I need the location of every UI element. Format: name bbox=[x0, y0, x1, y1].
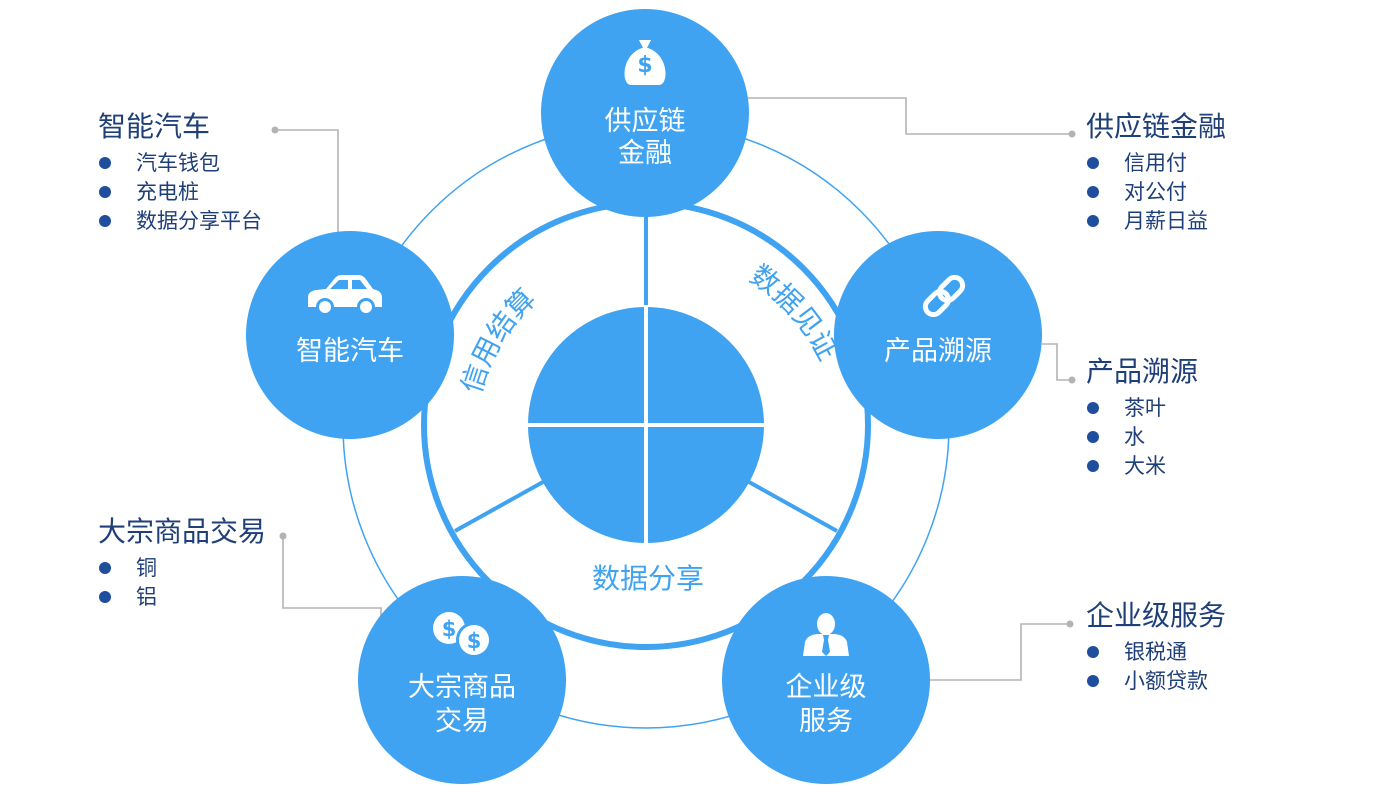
list-item-text: 茶叶 bbox=[1124, 396, 1166, 420]
side-list-commodity-title: 大宗商品交易 bbox=[98, 515, 267, 548]
money-bag-icon: $ bbox=[624, 40, 666, 85]
bullet-icon bbox=[1087, 402, 1099, 414]
list-item: 铜 bbox=[98, 554, 266, 583]
list-item: 信用付 bbox=[1086, 149, 1226, 178]
list-item: 铝 bbox=[98, 583, 266, 612]
connector-dot-smart-car bbox=[271, 126, 279, 134]
node-enterprise-label-1: 企业级 bbox=[786, 672, 867, 703]
connector-dot-commodity bbox=[279, 532, 287, 540]
list-item-text: 数据分享平台 bbox=[136, 209, 262, 233]
node-supply-chain-label-1: 供应链 bbox=[605, 106, 686, 137]
connector-smart-car bbox=[275, 129, 339, 234]
bullet-icon bbox=[99, 157, 111, 169]
bullet-icon bbox=[99, 186, 111, 198]
side-list-traceability-title: 产品溯源 bbox=[1086, 355, 1199, 388]
list-item: 汽车钱包 bbox=[98, 149, 262, 178]
chain-link-icon bbox=[922, 274, 966, 318]
list-item-text: 银税通 bbox=[1124, 640, 1187, 664]
bullet-icon bbox=[1087, 646, 1099, 658]
connector-supply-chain bbox=[708, 97, 1072, 135]
node-traceability-circle bbox=[834, 231, 1042, 439]
side-list-commodity: 大宗商品交易 铜 铝 bbox=[98, 516, 266, 612]
side-list-commodity-items: 铜 铝 bbox=[98, 554, 266, 612]
bullet-icon bbox=[1087, 186, 1099, 198]
node-smart-car-circle bbox=[246, 231, 454, 439]
side-list-smart-car: 智能汽车 汽车钱包 充电桩 数据分享平台 bbox=[98, 111, 262, 236]
list-item-text: 信用付 bbox=[1124, 151, 1187, 175]
list-item-text: 月薪日益 bbox=[1124, 209, 1208, 233]
side-list-enterprise-title: 企业级服务 bbox=[1086, 599, 1227, 632]
connectors bbox=[271, 97, 1076, 681]
connector-dot-supply-chain bbox=[1068, 130, 1076, 138]
list-item-text: 水 bbox=[1124, 425, 1145, 449]
connector-dot-traceability bbox=[1068, 376, 1076, 384]
svg-text:$: $ bbox=[637, 53, 652, 78]
list-item: 茶叶 bbox=[1086, 394, 1198, 423]
list-item: 大米 bbox=[1086, 452, 1198, 481]
node-enterprise-label-2: 服务 bbox=[799, 706, 853, 737]
connector-dot-enterprise bbox=[1066, 620, 1074, 628]
node-enterprise-circle bbox=[722, 576, 930, 784]
coins-icon: $ $ bbox=[433, 612, 492, 658]
bullet-icon bbox=[99, 562, 111, 574]
divider-right bbox=[748, 480, 838, 533]
side-list-traceability-items: 茶叶 水 大米 bbox=[1086, 394, 1198, 481]
node-enterprise[interactable]: 企业级 服务 bbox=[722, 576, 930, 784]
side-list-supply-chain-items: 信用付 对公付 月薪日益 bbox=[1086, 149, 1226, 236]
divider-left bbox=[454, 480, 544, 533]
connector-traceability bbox=[1042, 343, 1072, 381]
bullet-icon bbox=[1087, 215, 1099, 227]
list-item-text: 铜 bbox=[136, 556, 157, 580]
list-item: 银税通 bbox=[1086, 638, 1226, 667]
node-commodity-label-1: 大宗商品 bbox=[408, 672, 516, 703]
side-list-supply-chain: 供应链金融 信用付 对公付 月薪日益 bbox=[1086, 111, 1226, 236]
segment-label-sharing: 数据分享 bbox=[592, 562, 704, 595]
node-traceability-label: 产品溯源 bbox=[884, 336, 992, 367]
list-item-text: 充电桩 bbox=[136, 180, 199, 204]
bullet-icon bbox=[1087, 675, 1099, 687]
svg-text:$: $ bbox=[467, 629, 482, 653]
side-list-enterprise: 企业级服务 银税通 小额贷款 bbox=[1086, 600, 1226, 696]
list-item: 水 bbox=[1086, 423, 1198, 452]
connector-enterprise bbox=[904, 623, 1070, 681]
bullet-icon bbox=[1087, 157, 1099, 169]
list-item-text: 小额贷款 bbox=[1124, 669, 1208, 693]
node-commodity[interactable]: $ $ 大宗商品 交易 bbox=[358, 576, 566, 784]
list-item-text: 汽车钱包 bbox=[136, 151, 220, 175]
list-item-text: 大米 bbox=[1124, 454, 1166, 478]
side-list-smart-car-items: 汽车钱包 充电桩 数据分享平台 bbox=[98, 149, 262, 236]
side-list-supply-chain-title: 供应链金融 bbox=[1086, 110, 1227, 143]
bullet-icon bbox=[1087, 460, 1099, 472]
bullet-icon bbox=[99, 215, 111, 227]
node-supply-chain[interactable]: $ 供应链 金融 bbox=[541, 9, 749, 217]
side-list-smart-car-title: 智能汽车 bbox=[98, 110, 211, 143]
side-list-enterprise-items: 银税通 小额贷款 bbox=[1086, 638, 1226, 696]
node-smart-car-label: 智能汽车 bbox=[296, 336, 404, 367]
list-item: 充电桩 bbox=[98, 178, 262, 207]
list-item: 月薪日益 bbox=[1086, 207, 1226, 236]
node-supply-chain-label-2: 金融 bbox=[618, 138, 672, 169]
list-item: 小额贷款 bbox=[1086, 667, 1226, 696]
list-item-text: 对公付 bbox=[1124, 180, 1187, 204]
list-item: 对公付 bbox=[1086, 178, 1226, 207]
svg-text:$: $ bbox=[442, 617, 457, 641]
list-item-text: 铝 bbox=[136, 585, 157, 609]
node-smart-car[interactable]: 智能汽车 bbox=[246, 231, 454, 439]
node-commodity-circle bbox=[358, 576, 566, 784]
bullet-icon bbox=[99, 591, 111, 603]
list-item: 数据分享平台 bbox=[98, 207, 262, 236]
business-person-icon bbox=[803, 613, 849, 656]
node-traceability[interactable]: 产品溯源 bbox=[834, 231, 1042, 439]
node-supply-chain-circle bbox=[541, 9, 749, 217]
car-icon bbox=[308, 275, 382, 316]
bullet-icon bbox=[1087, 431, 1099, 443]
side-list-traceability: 产品溯源 茶叶 水 大米 bbox=[1086, 356, 1198, 481]
node-commodity-label-2: 交易 bbox=[435, 706, 489, 737]
